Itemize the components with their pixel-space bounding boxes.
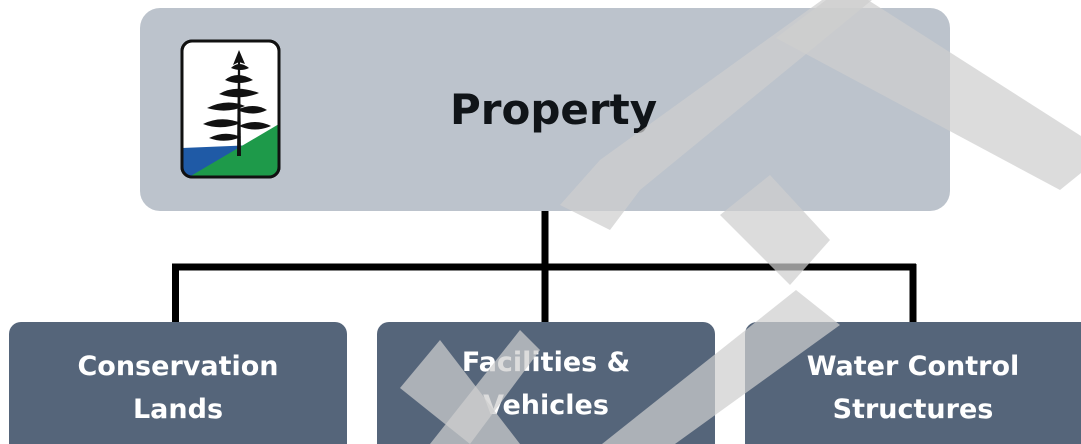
conservation-lands-node: Conservation Lands xyxy=(9,322,347,444)
facilities-vehicles-label: Facilities & Vehicles xyxy=(461,347,631,421)
pine-tree-logo-icon xyxy=(180,39,281,179)
property-title: Property xyxy=(450,85,658,134)
facilities-vehicles-node: Facilities & Vehicles xyxy=(377,322,715,444)
water-control-structures-label: Water Control Structures xyxy=(806,351,1020,425)
conservation-lands-label: Conservation Lands xyxy=(77,351,279,425)
water-control-structures-node: Water Control Structures xyxy=(745,322,1081,444)
